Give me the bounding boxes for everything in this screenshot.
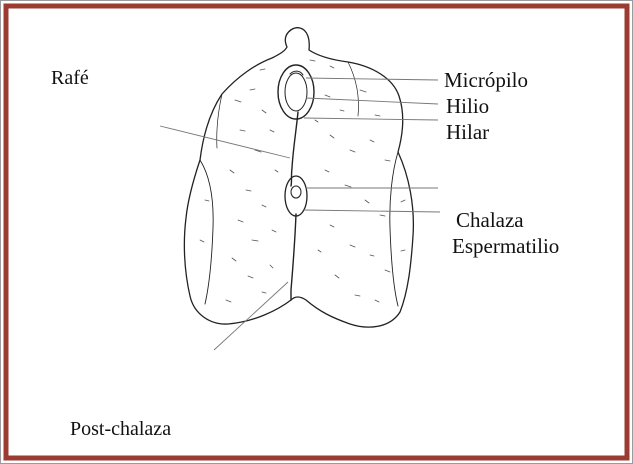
rafe-leader (160, 126, 290, 158)
surface-texture (200, 60, 405, 302)
label-chalaza: Chalaza (456, 210, 524, 231)
espermatilio-leader (304, 210, 440, 212)
seed-outline (184, 28, 413, 327)
hilum-inner (285, 73, 307, 111)
label-hilar: Hilar (446, 122, 489, 143)
label-rafe: Rafé (51, 68, 89, 88)
chalaza-inner (291, 186, 301, 198)
label-post-chalaza: Post-chalaza (70, 419, 171, 439)
chalaza-outer (285, 176, 307, 216)
label-micropilo: Micrópilo (444, 70, 528, 91)
micropilo-leader (306, 78, 438, 80)
label-espermatilio: Espermatilio (452, 236, 559, 257)
raphe-line (291, 112, 298, 186)
hilio-leader (306, 98, 438, 104)
hilar-leader (304, 118, 438, 120)
post-chalaza-leader (214, 282, 288, 350)
label-hilio: Hilio (446, 96, 489, 117)
